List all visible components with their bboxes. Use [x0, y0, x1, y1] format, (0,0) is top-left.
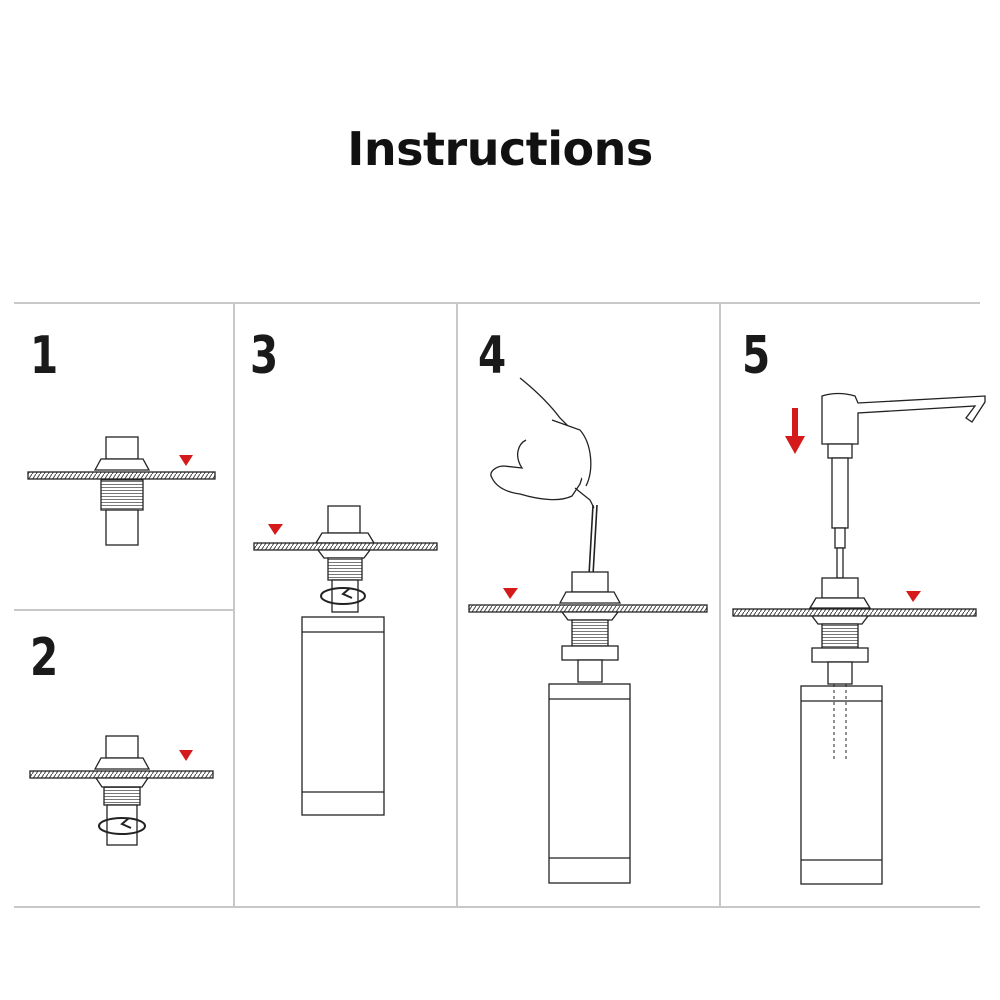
rotate-arrow-icon [98, 817, 146, 835]
red-triangle-icon [179, 750, 193, 761]
step-1-illustration [27, 436, 216, 546]
panel-frame [14, 302, 980, 908]
hand-pouring-icon [490, 377, 595, 509]
step-2-illustration [29, 735, 214, 846]
down-arrow-icon [785, 408, 805, 454]
rotate-arrow-icon [320, 587, 366, 605]
step-number-1: 1 [30, 326, 59, 386]
page-title: Instructions [347, 122, 653, 176]
step-4-illustration [468, 377, 708, 884]
red-triangle-icon [906, 591, 921, 602]
step-number-5: 5 [742, 326, 771, 386]
step-number-4: 4 [478, 326, 507, 386]
red-triangle-icon [268, 524, 283, 535]
step-3-illustration [253, 505, 438, 816]
step-number-3: 3 [250, 326, 279, 386]
step-number-2: 2 [30, 628, 59, 688]
red-triangle-icon [503, 588, 518, 599]
step-5-illustration [732, 392, 986, 885]
red-triangle-icon [179, 455, 193, 466]
